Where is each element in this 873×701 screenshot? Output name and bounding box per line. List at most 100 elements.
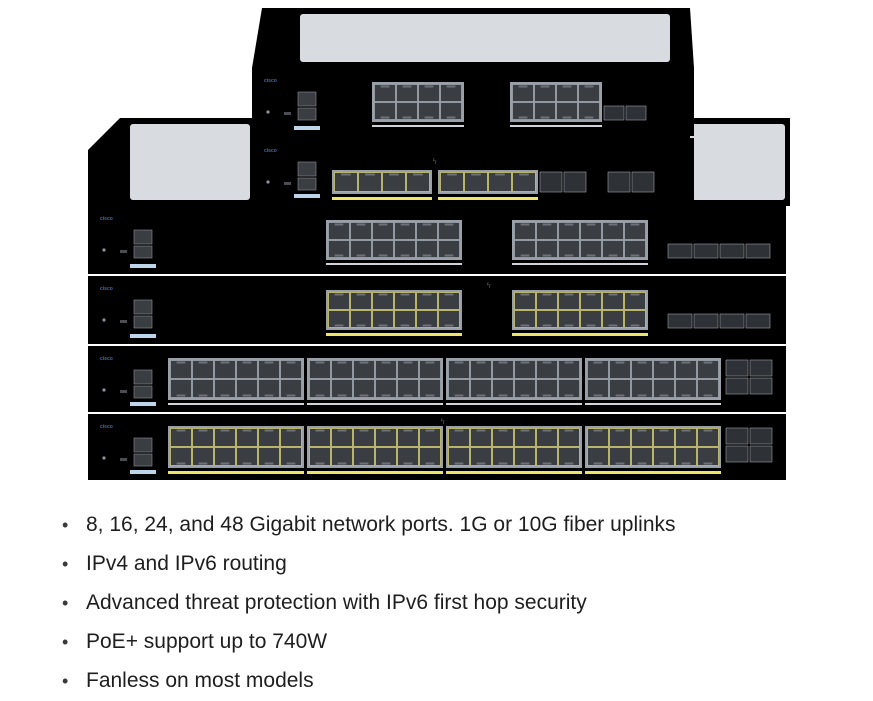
ethernet-port [587, 360, 609, 379]
ethernet-port [514, 222, 536, 240]
port-latch [562, 116, 572, 119]
port-latch [359, 429, 369, 432]
port-latch [498, 462, 508, 465]
port-latch [334, 324, 344, 327]
ethernet-port [374, 102, 396, 120]
led-row [307, 403, 443, 405]
port-latch [356, 293, 366, 296]
ethernet-port [192, 379, 214, 398]
ethernet-port [440, 102, 462, 120]
port-latch [402, 85, 412, 88]
sfp-uplink-port [693, 243, 719, 259]
usb-port-icon [120, 390, 127, 393]
port-latch [454, 394, 464, 397]
ethernet-port [697, 428, 719, 447]
ethernet-port [624, 310, 646, 328]
port-latch [381, 429, 391, 432]
ethernet-port [587, 447, 609, 466]
ethernet-port [280, 428, 302, 447]
port-latch [615, 462, 625, 465]
ethernet-port [353, 360, 375, 379]
port-latch [608, 223, 618, 226]
port-latch [520, 254, 530, 257]
port-latch [593, 462, 603, 465]
reset-pinhole-icon [266, 110, 270, 114]
port-latch [334, 223, 344, 226]
port-latch [337, 361, 347, 364]
ethernet-port [375, 360, 397, 379]
ethernet-port [170, 447, 192, 466]
port-latch [315, 361, 325, 364]
ethernet-port [353, 428, 375, 447]
port-latch [337, 429, 347, 432]
port-latch [637, 429, 647, 432]
ethernet-port [580, 310, 602, 328]
unit-48-port: cisco [88, 346, 786, 412]
port-latch [334, 254, 344, 257]
sfp-uplink-port [745, 313, 771, 329]
ethernet-port [236, 447, 258, 466]
ethernet-port [470, 379, 492, 398]
led-row [585, 403, 721, 405]
sfp-uplink-port [719, 313, 745, 329]
port-latch [242, 361, 252, 364]
port-latch [630, 223, 640, 226]
bullet-icon: • [62, 515, 69, 535]
port-latch [381, 361, 391, 364]
mgmt-port [133, 385, 153, 399]
port-latch [402, 116, 412, 119]
ethernet-port [258, 379, 280, 398]
port-latch [681, 394, 691, 397]
port-latch [400, 223, 410, 226]
sfp-uplink-port [725, 377, 749, 395]
ethernet-port [309, 360, 331, 379]
port-latch [403, 361, 413, 364]
port-latch [495, 173, 505, 176]
ethernet-port [492, 428, 514, 447]
port-latch [286, 361, 296, 364]
ethernet-port [350, 292, 372, 310]
ethernet-port [534, 84, 556, 102]
ethernet-port [492, 447, 514, 466]
ethernet-port [328, 222, 350, 240]
port-latch [198, 394, 208, 397]
port-latch [608, 293, 618, 296]
ethernet-port [558, 447, 580, 466]
usb-port-icon [120, 320, 127, 323]
port-latch [315, 394, 325, 397]
port-latch [242, 394, 252, 397]
port-latch [564, 429, 574, 432]
cisco-logo-icon: cisco [100, 286, 113, 292]
ethernet-port [587, 379, 609, 398]
port-latch [425, 429, 435, 432]
port-latch [380, 85, 390, 88]
ethernet-port [419, 428, 441, 447]
ethernet-port [214, 360, 236, 379]
port-latch [542, 324, 552, 327]
ethernet-port [375, 428, 397, 447]
feature-item: •Fanless on most models [62, 661, 862, 700]
poe-lightning-icon: ϟ [432, 157, 437, 166]
ethernet-port [192, 428, 214, 447]
port-latch [586, 293, 596, 296]
port-latch [315, 429, 325, 432]
port-latch [198, 361, 208, 364]
ethernet-port [631, 379, 653, 398]
port-latch [586, 324, 596, 327]
ethernet-port [609, 379, 631, 398]
led-row [510, 125, 602, 127]
ethernet-port [438, 222, 460, 240]
ethernet-port [334, 172, 358, 192]
cisco-logo-icon: cisco [264, 78, 277, 84]
port-latch [542, 254, 552, 257]
ethernet-port [350, 222, 372, 240]
ethernet-port [578, 102, 600, 120]
sfp-uplink-port [625, 105, 647, 121]
port-latch [703, 429, 713, 432]
poe-lightning-icon: ϟ [440, 417, 445, 426]
ethernet-port [258, 447, 280, 466]
port-latch [681, 429, 691, 432]
console-port-icon [133, 369, 153, 385]
